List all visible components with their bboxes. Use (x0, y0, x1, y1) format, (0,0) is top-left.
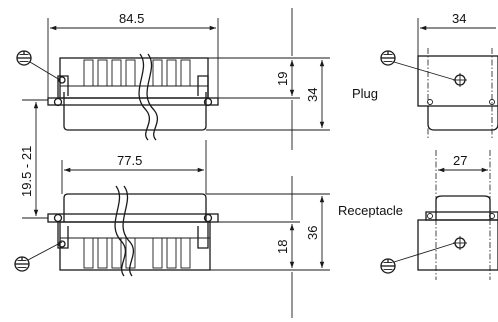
receptacle-front-view (47, 185, 219, 277)
label-receptacle: Receptacle (338, 203, 403, 218)
dim-receptacle-height-total: 36 (305, 226, 320, 240)
ground-symbol-icon (380, 50, 456, 81)
dim-plug-height-total: 34 (305, 88, 320, 102)
dim-side-width-top: 34 (452, 11, 466, 26)
dimension-lines-front (22, 8, 330, 318)
plug-side-view (417, 48, 498, 140)
dim-receptacle-height-inner: 18 (275, 240, 290, 254)
dimension-lines-side (417, 18, 496, 173)
ground-symbol-icon (16, 50, 61, 81)
ground-symbol-icon (380, 242, 456, 274)
plug-front-view (47, 53, 219, 141)
dim-mating-range: 19.5 - 21 (19, 146, 34, 197)
receptacle-side-view (417, 150, 498, 280)
dim-receptacle-width: 77.5 (117, 153, 142, 168)
dim-side-width-bottom: 27 (453, 153, 467, 168)
dim-plug-width: 84.5 (119, 11, 144, 26)
label-plug: Plug (352, 86, 378, 101)
ground-symbol-icon (14, 241, 63, 272)
dim-plug-height-inner: 19 (275, 72, 290, 86)
